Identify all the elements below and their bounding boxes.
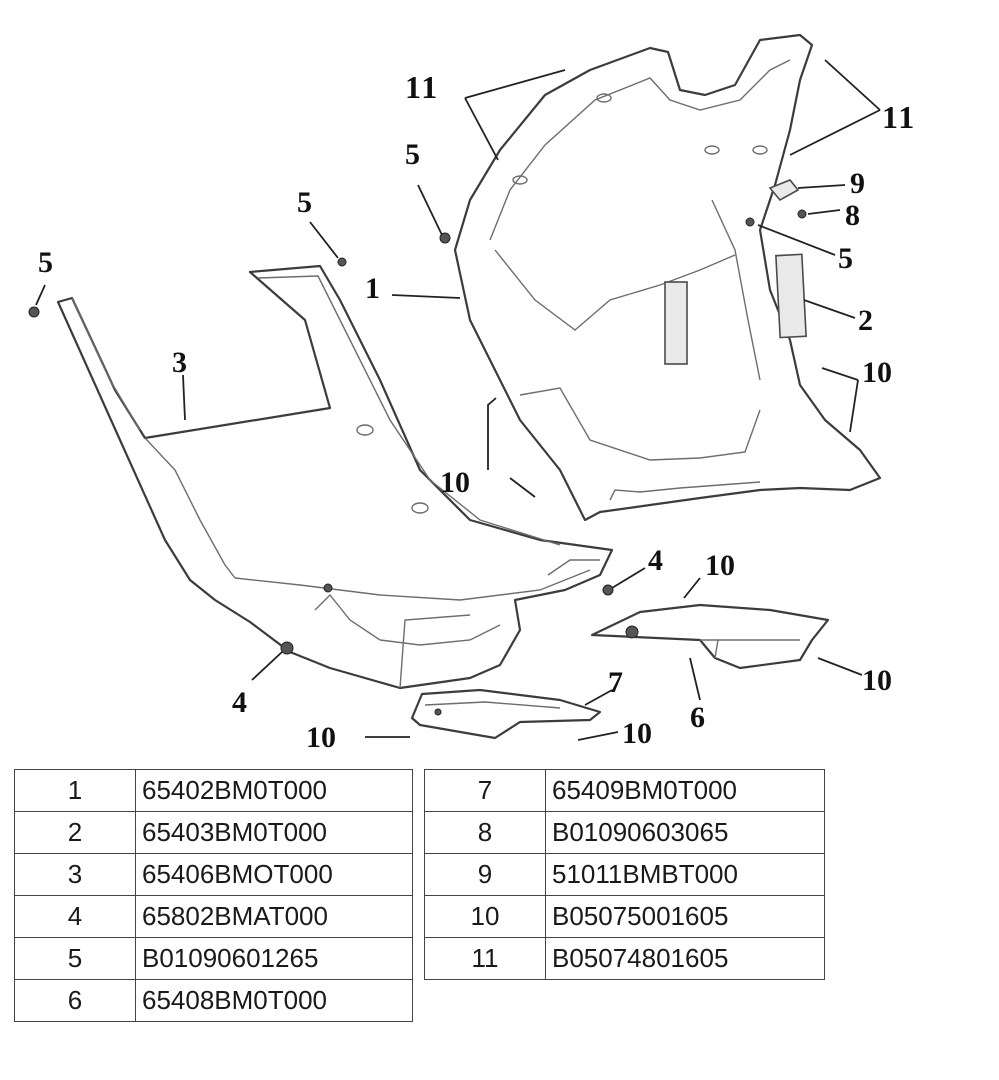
- callout-3: 3: [172, 346, 187, 379]
- callout-labels: 11 11 5 5 5 5 1 2 3 4 4 6 7 8 9 10 10 10…: [38, 69, 916, 754]
- part-code-cell: 65406BMOT000: [135, 853, 413, 896]
- callout-6: 6: [690, 701, 705, 734]
- callout-11-right: 11: [882, 99, 916, 135]
- part-code-cell: B05075001605: [545, 895, 825, 938]
- part-number-cell: 11: [424, 937, 546, 980]
- part-number-cell: 1: [14, 769, 136, 812]
- callout-10-b: 10: [440, 466, 470, 499]
- callout-10-c: 10: [705, 549, 735, 582]
- part-number-cell: 4: [14, 895, 136, 938]
- callout-4-b: 4: [648, 544, 663, 577]
- part-code-cell: B01090601265: [135, 937, 413, 980]
- callout-1: 1: [365, 272, 380, 305]
- callout-5-c: 5: [38, 246, 53, 279]
- part-code-cell: 51011BMBT000: [545, 853, 825, 896]
- callout-10-d: 10: [862, 664, 892, 697]
- part-7-trim: [410, 688, 602, 740]
- part-number-cell: 8: [424, 811, 546, 854]
- part-code-cell: B01090603065: [545, 811, 825, 854]
- part-number-cell: 6: [14, 979, 136, 1022]
- callout-10-e: 10: [306, 721, 336, 754]
- part-number-cell: 10: [424, 895, 546, 938]
- part-number-cell: 5: [14, 937, 136, 980]
- part-code-cell: 65402BM0T000: [135, 769, 413, 812]
- callout-11-left: 11: [405, 69, 439, 105]
- callout-8: 8: [845, 199, 860, 232]
- leader-lines: [35, 59, 881, 741]
- part-number-cell: 7: [424, 769, 546, 812]
- callout-10-f: 10: [622, 717, 652, 750]
- callout-7: 7: [608, 666, 623, 699]
- part-code-cell: 65408BM0T000: [135, 979, 413, 1022]
- part-1-leg-shield: [453, 33, 882, 522]
- part-code-cell: 65802BMAT000: [135, 895, 413, 938]
- callout-5-d: 5: [838, 242, 853, 275]
- callout-2: 2: [858, 304, 873, 337]
- callout-5-a: 5: [405, 138, 420, 171]
- part-3-floorboard: [56, 264, 614, 690]
- callout-9: 9: [850, 167, 865, 200]
- fasteners: [28, 179, 807, 655]
- part-number-cell: 9: [424, 853, 546, 896]
- part-code-cell: 65409BM0T000: [545, 769, 825, 812]
- part-code-cell: B05074801605: [545, 937, 825, 980]
- part-6-bracket: [590, 603, 830, 670]
- part-code-cell: 65403BM0T000: [135, 811, 413, 854]
- part-2-strip: [775, 253, 807, 339]
- callout-5-b: 5: [297, 186, 312, 219]
- callout-4-a: 4: [232, 686, 247, 719]
- callout-10-a: 10: [862, 356, 892, 389]
- exploded-parts-diagram: 11 11 5 5 5 5 1 2 3 4 4 6 7 8 9 10 10 10…: [28, 33, 916, 754]
- part-number-cell: 3: [14, 853, 136, 896]
- part-number-cell: 2: [14, 811, 136, 854]
